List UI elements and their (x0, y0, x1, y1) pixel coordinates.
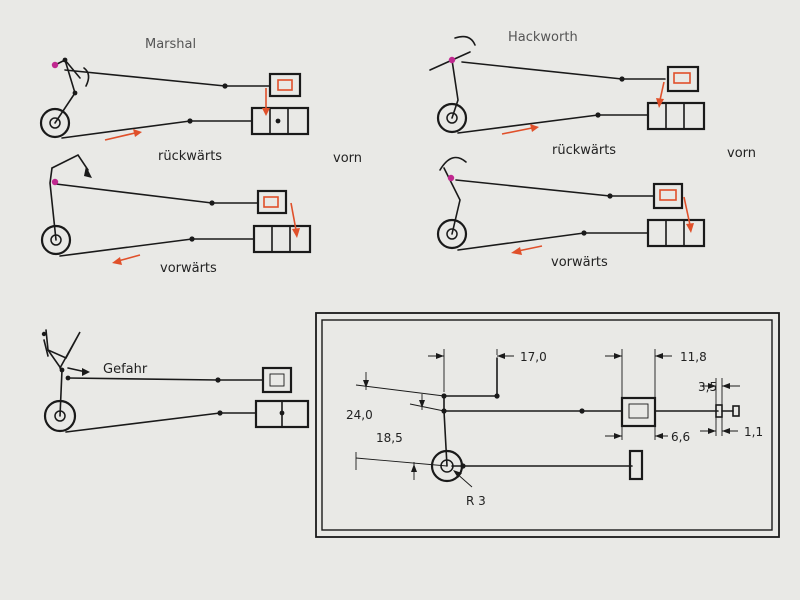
lower-rod (61, 120, 253, 139)
label-front-right: vorn (727, 146, 756, 161)
title-marshal: Marshal (145, 37, 196, 52)
motion-arc (83, 67, 90, 87)
pivot-point (51, 178, 59, 186)
valve-slider (277, 79, 293, 91)
marshal-reverse-linkage (39, 57, 310, 141)
dimension-lines (355, 349, 740, 488)
upper-rod (64, 69, 271, 87)
hackworth-reverse-linkage (429, 35, 706, 135)
dim-17: 17,0 (520, 350, 547, 364)
title-hackworth: Hackworth (508, 30, 578, 45)
dim-3-5: 3,5 (698, 380, 717, 394)
label-front-left: vorn (333, 151, 362, 166)
cylinder-box (250, 106, 310, 136)
label-reverse-left: rückwärts (158, 149, 222, 164)
marshal-forward-linkage (40, 153, 312, 265)
dim-18-5: 18,5 (376, 431, 403, 445)
dim-6-6: 6,6 (671, 430, 690, 444)
label-forward-left: vorwärts (160, 261, 217, 276)
dim-11-8: 11,8 (680, 350, 707, 364)
dim-radius: R 3 (466, 494, 486, 508)
direction-arrow (104, 132, 136, 141)
valve-box (268, 72, 302, 98)
pivot-point (51, 61, 59, 69)
pivot-link (64, 59, 81, 79)
label-danger: Gefahr (103, 362, 148, 377)
dim-24: 24,0 (346, 408, 373, 422)
crank-wheel (39, 107, 71, 139)
hackworth-forward-linkage (436, 156, 706, 255)
dimension-frame (315, 312, 780, 538)
dim-1-1: 1,1 (744, 425, 763, 439)
dimensioned-linkage (430, 357, 740, 483)
label-reverse-right: rückwärts (552, 143, 616, 158)
reverse-arm (54, 58, 76, 124)
label-forward-right: vorwärts (551, 255, 608, 270)
danger-linkage (41, 329, 310, 433)
